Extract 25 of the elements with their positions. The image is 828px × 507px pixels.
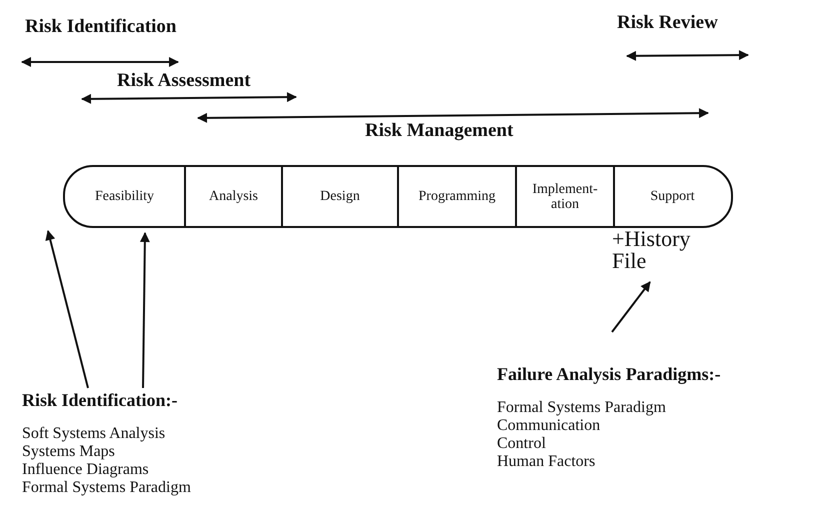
- list-item: Formal Systems Paradigm: [22, 479, 192, 497]
- lifecycle-bar: [63, 165, 733, 228]
- list-item: Human Factors: [497, 453, 596, 471]
- list-item: Communication: [497, 417, 602, 435]
- phase-cell: Support: [613, 167, 730, 226]
- phase-cell: Feasibility: [65, 167, 184, 226]
- arrow: [140, 232, 150, 388]
- span-label: Risk Management: [365, 120, 514, 142]
- list-item: Control: [497, 435, 547, 453]
- phase-cell: Design: [281, 167, 397, 226]
- list-item: Influence Diagrams: [22, 461, 150, 479]
- note-text: +History File: [612, 228, 712, 272]
- phase-cell: Analysis: [184, 167, 281, 226]
- span-label: Risk Review: [617, 12, 718, 34]
- arrow: [611, 281, 651, 333]
- list-item: Soft Systems Analysis: [22, 425, 166, 443]
- list-heading: Failure Analysis Paradigms:-: [497, 364, 722, 385]
- arrow: [45, 230, 89, 388]
- list-item: Systems Maps: [22, 443, 116, 461]
- list-item: Formal Systems Paradigm: [497, 399, 667, 417]
- phase-cell: Programming: [397, 167, 515, 226]
- span-label: Risk Assessment: [117, 70, 251, 92]
- list-heading: Risk Identification:-: [22, 390, 179, 411]
- span-label: Risk Identification: [25, 16, 176, 38]
- phase-cell: Implement- ation: [515, 167, 613, 226]
